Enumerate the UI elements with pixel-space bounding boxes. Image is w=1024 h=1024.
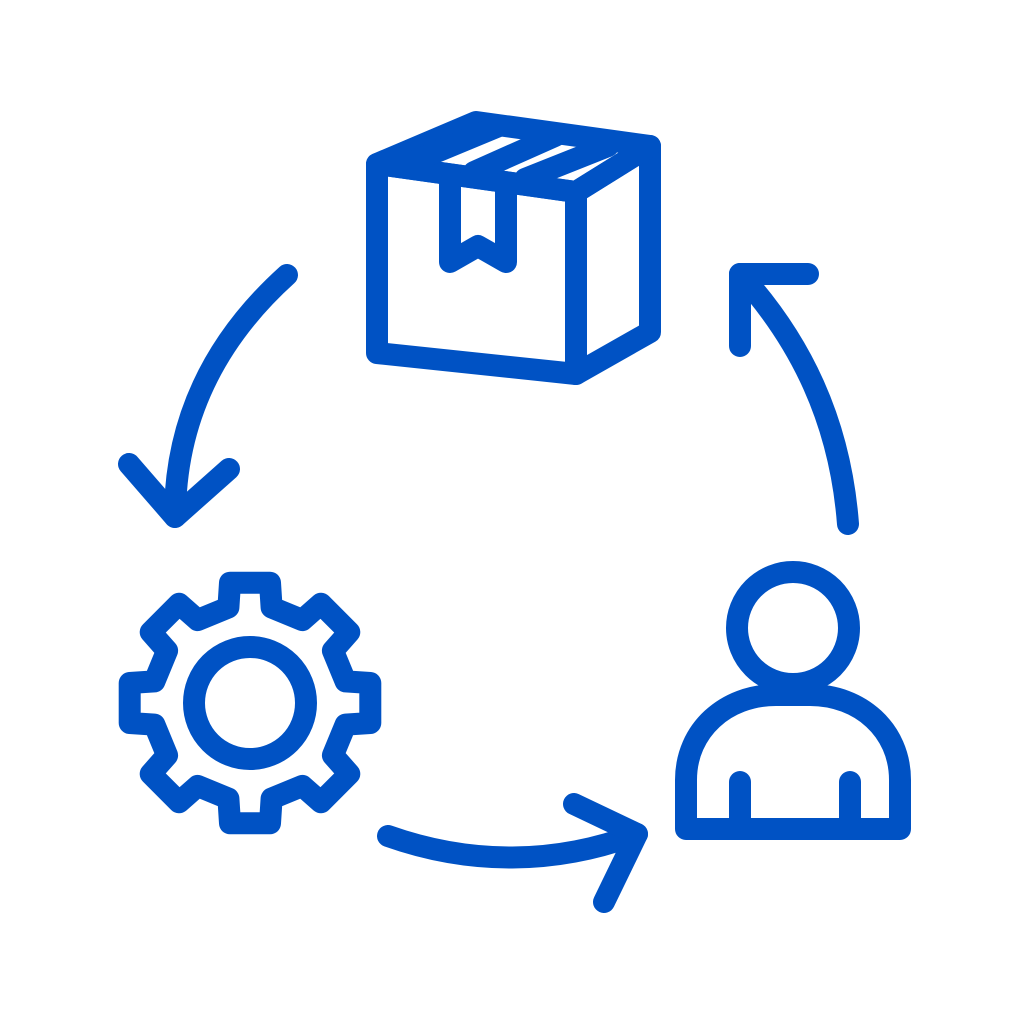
arrow-person-to-box-icon: [729, 263, 859, 535]
arrow-gear-to-person-icon: [377, 793, 648, 913]
person-icon: [675, 561, 911, 840]
package-box-icon: [366, 111, 661, 385]
arrow-box-to-gear-icon: [118, 264, 298, 528]
gear-icon: [118, 571, 382, 835]
